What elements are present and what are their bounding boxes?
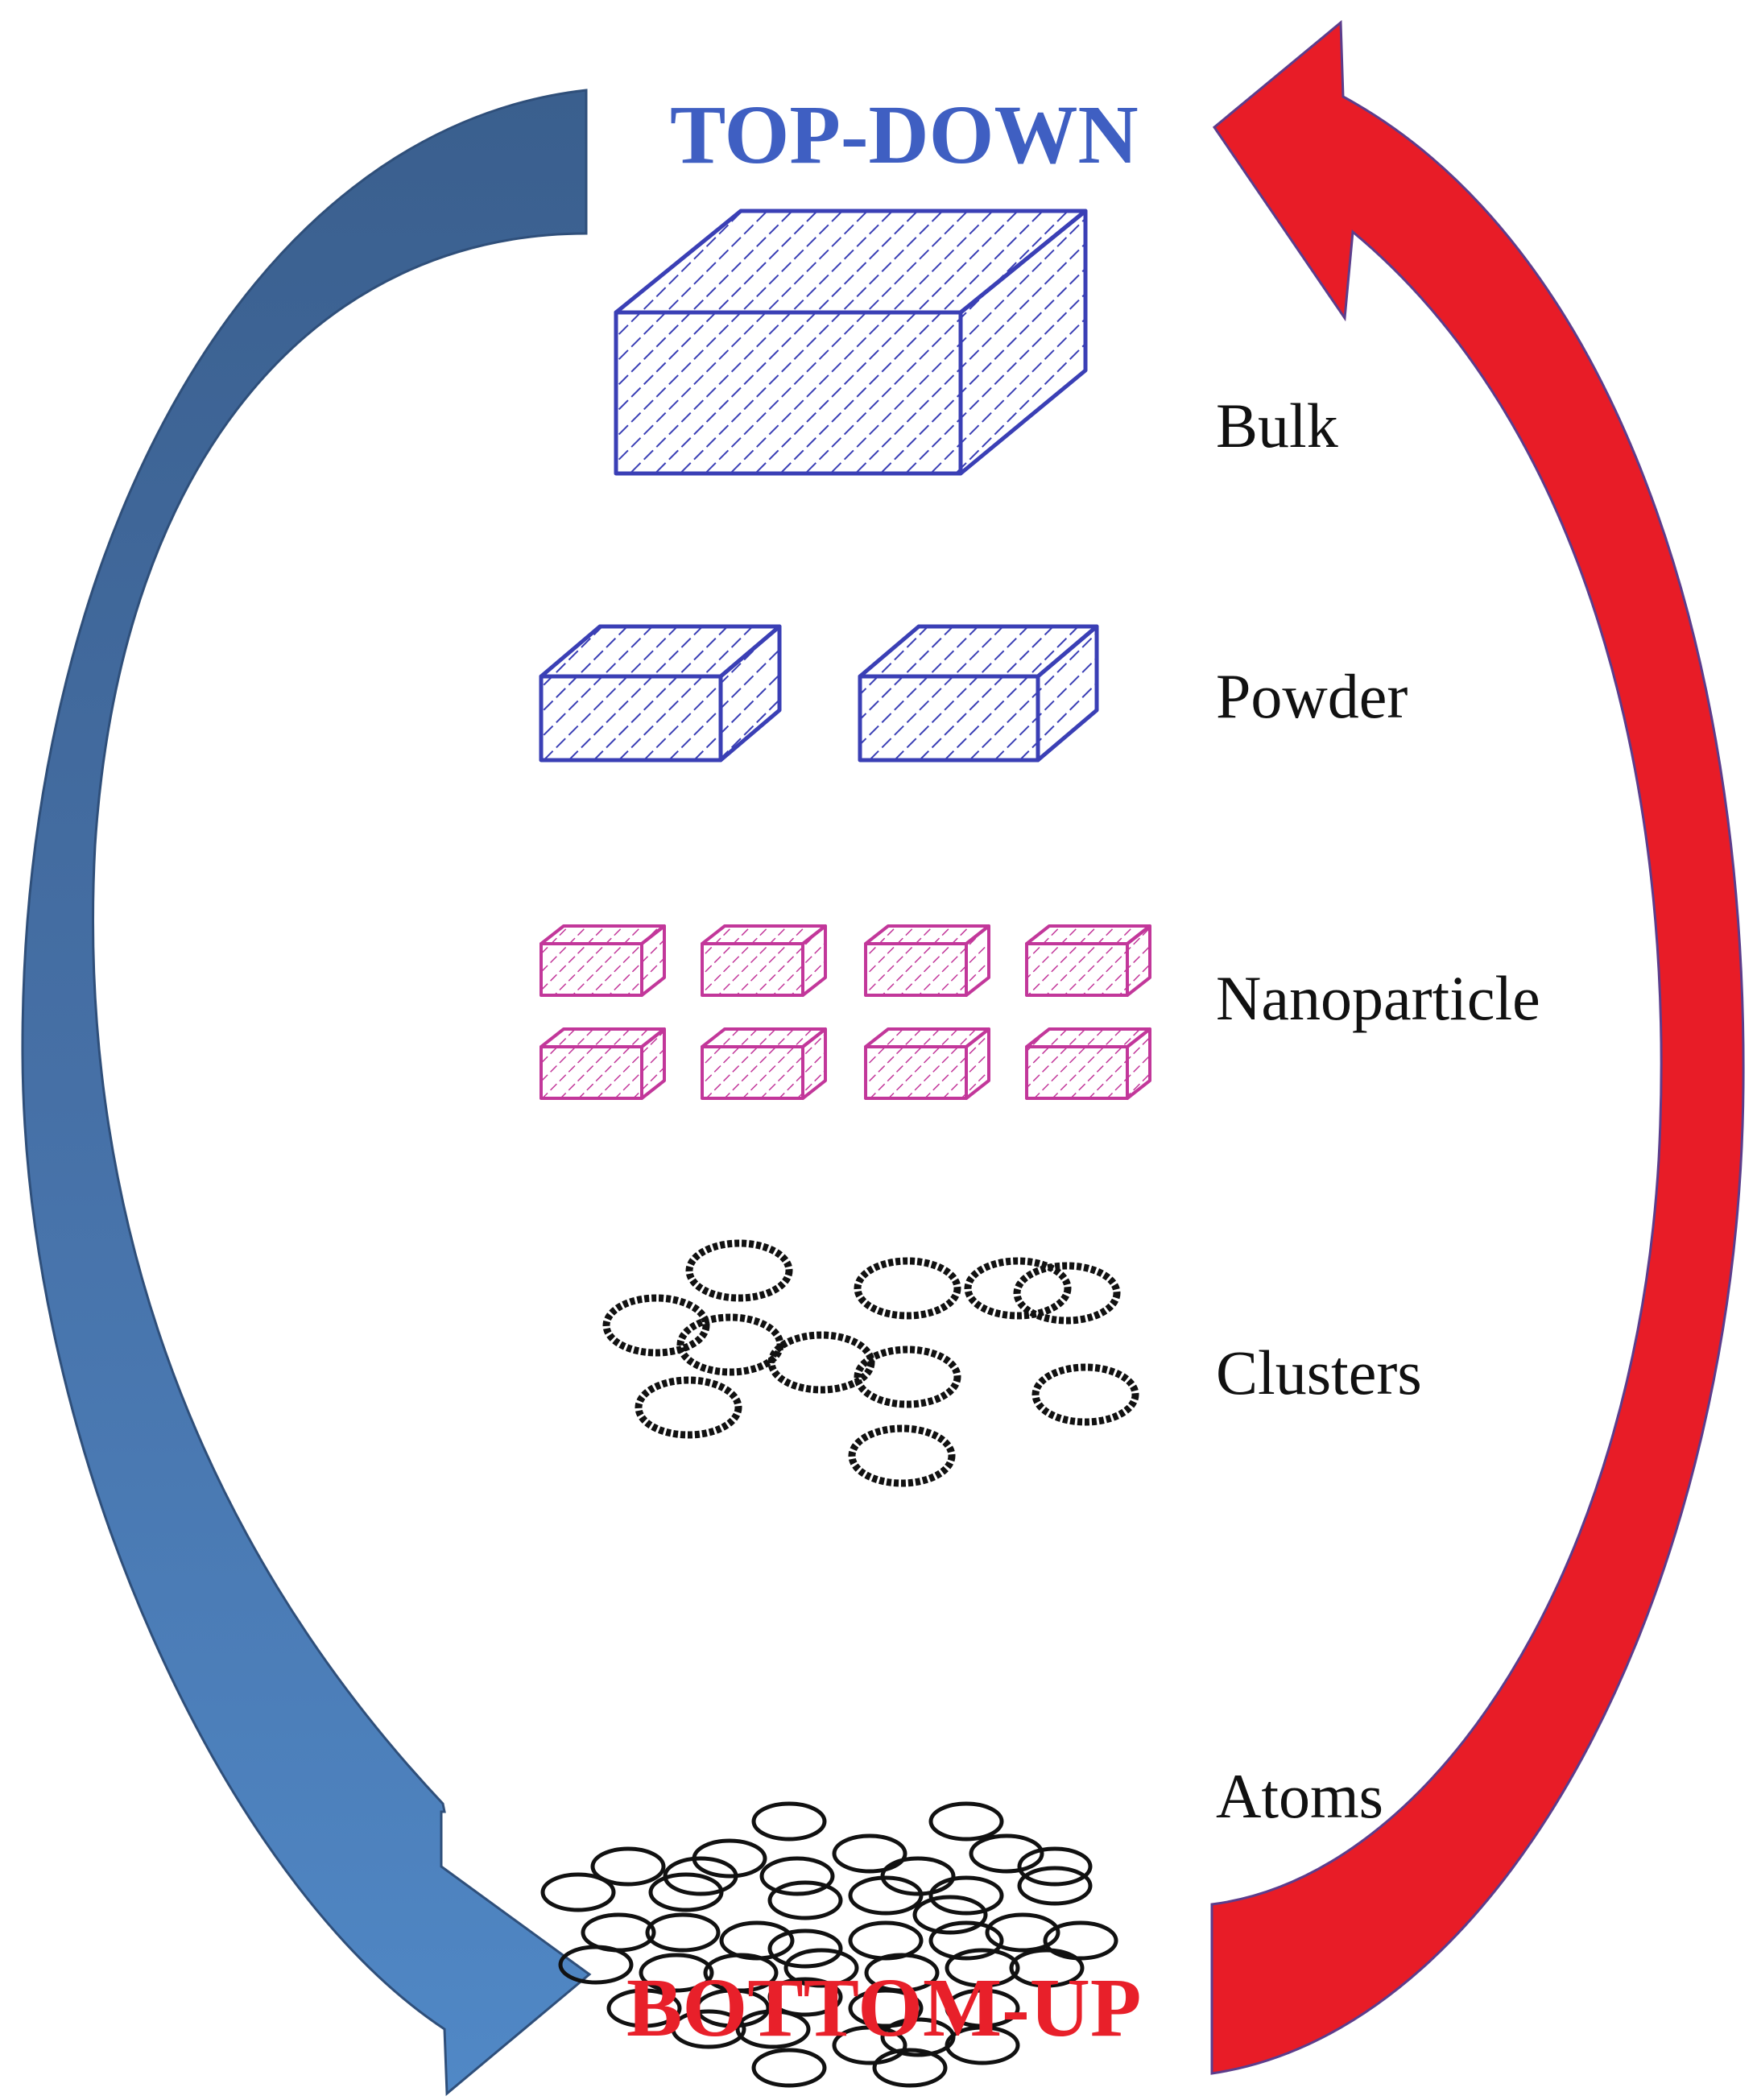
atom-ring [735,2009,811,2049]
nanoparticle-group [540,924,1151,1100]
cluster-ring [685,1239,793,1302]
nanoparticle-block [864,924,990,997]
atom-ring [1043,1920,1118,1961]
nanoparticle-block [540,924,666,997]
nanoparticle-block [701,1027,827,1100]
nanoparticle-block [1025,924,1151,997]
atom-ring [639,1953,714,1993]
atom-ring [1017,1866,1093,1906]
bottom-up-title: BOTTOM-UP [626,1962,1142,2054]
atom-ring [695,1988,771,2028]
cluster-ring [1031,1363,1139,1426]
cluster-ring [602,1294,710,1357]
atom-ring [848,1988,924,2028]
atom-ring [783,1948,859,1988]
atom-ring [767,1977,843,2017]
atom-ring [558,1945,634,1985]
atom-ring [985,1912,1060,1953]
atom-ring [928,1875,1004,1916]
cluster-ring [676,1313,784,1376]
powder-block [858,624,1099,763]
nanoparticle-block [1025,1027,1151,1100]
bulk-block [614,209,1088,476]
bulk-label: Bulk [1216,391,1338,461]
cluster-ring [767,1331,875,1394]
atom-ring [759,1856,835,1896]
atom-ring [848,1875,924,1916]
curved-arrow-down-icon [21,89,592,2097]
atom-ring [767,1928,843,1969]
atom-ring [832,2025,907,2065]
nanoparticle-label: Nanoparticle [1216,963,1540,1033]
atom-ring [832,1833,907,1874]
cluster-ring [964,1257,1072,1320]
atom-ring [645,1912,721,1953]
powder-block [539,624,782,763]
atom-ring [848,1920,924,1961]
cluster-ring [854,1346,961,1408]
atom-ring [1017,1846,1093,1887]
atom-ring [928,1920,1004,1961]
atom-ring [590,1846,666,1887]
atom-ring [751,2048,827,2088]
atoms-label: Atoms [1216,1761,1384,1831]
atom-ring [540,1872,616,1912]
atom-ring [945,1948,1020,1988]
atom-ring [912,1895,988,1935]
clusters-group [602,1239,1139,1487]
clusters-label: Clusters [1216,1337,1422,1408]
atom-ring [581,1912,656,1953]
cluster-ring [848,1424,956,1487]
atom-ring [671,2009,746,2049]
atom-ring [648,1872,724,1912]
atom-ring [872,2048,948,2088]
atom-ring [767,1880,843,1920]
atom-ring [1009,1948,1085,1988]
top-down-title: TOP-DOWN [670,89,1139,181]
atom-ring [928,1801,1004,1842]
nanoparticle-block [864,1027,990,1100]
atom-ring [751,1801,827,1842]
cluster-ring [635,1376,742,1439]
cluster-ring [1013,1262,1121,1325]
curved-arrow-up-icon [1210,19,1745,2075]
powder-label: Powder [1216,661,1408,731]
atom-ring [969,1833,1044,1874]
atom-ring [606,1988,682,2028]
nanoparticle-block [701,924,827,997]
atom-ring [719,1920,795,1961]
atom-ring [945,2025,1020,2065]
cluster-ring [854,1257,961,1320]
nanoparticle-block [540,1027,666,1100]
atoms-group [540,1801,1118,2088]
